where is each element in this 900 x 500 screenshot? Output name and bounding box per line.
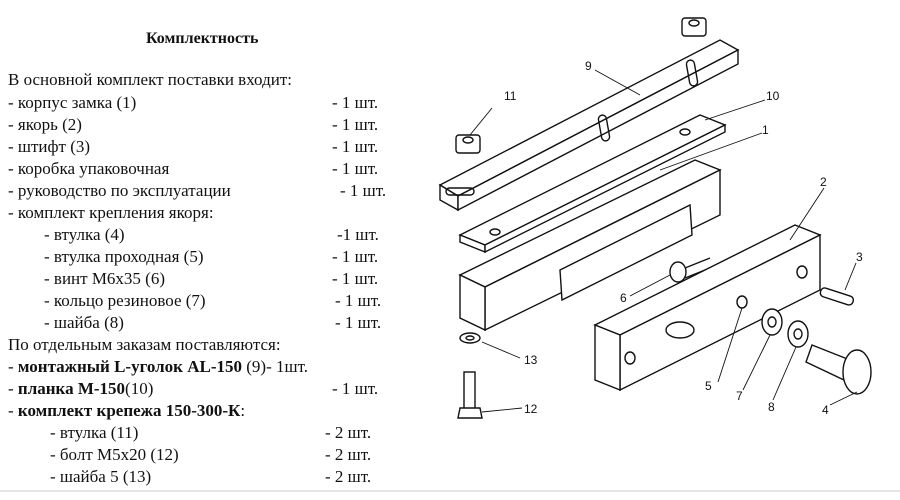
dash: - xyxy=(8,379,18,398)
list-item: - монтажный L-уголок AL-150 (9)- 1шт. xyxy=(8,357,308,377)
callout-6: 6 xyxy=(620,291,627,305)
list-item-qty: - 1 шт. xyxy=(340,181,387,200)
list-item-qty: - 2 шт. xyxy=(325,467,372,486)
dash: - xyxy=(8,357,18,376)
list-item: - корпус замка (1) xyxy=(8,93,137,112)
list-item-qty: - 2 шт. xyxy=(325,445,372,464)
callout-2: 2 xyxy=(820,175,827,189)
callout-9: 9 xyxy=(585,59,592,73)
callout-4: 4 xyxy=(822,403,829,417)
divider xyxy=(0,490,900,492)
callout-11: 11 xyxy=(504,89,517,103)
list-item: - руководство по эксплуатации xyxy=(8,181,231,200)
section-title: Комплектность xyxy=(146,30,259,47)
list-item-qty: - 1 шт. xyxy=(332,159,379,178)
callout-12: 12 xyxy=(524,402,538,416)
callout-7: 7 xyxy=(736,389,743,403)
callout-3: 3 xyxy=(856,250,863,264)
product-name: планка М-150 xyxy=(17,379,126,398)
list-item-qty: - 1 шт. xyxy=(332,269,379,288)
list-item: - винт М6х35 (6) xyxy=(44,269,166,288)
dash: - xyxy=(8,401,18,420)
product-detail: : xyxy=(240,401,246,420)
product-detail: (9)- 1шт. xyxy=(242,357,308,376)
list-item-qty: - 1 шт. xyxy=(335,313,382,332)
list-item: - штифт (3) xyxy=(8,137,91,156)
product-detail: (10) xyxy=(125,379,154,398)
list-item: - втулка (4) xyxy=(44,225,125,244)
product-name: комплект крепежа 150-300-К xyxy=(17,401,241,420)
list-item-qty: - 2 шт. xyxy=(325,423,372,442)
list-item-qty: -1 шт. xyxy=(337,225,379,244)
list-item-qty: - 1 шт. xyxy=(335,291,382,310)
callout-1: 1 xyxy=(762,123,769,137)
list-item: - коробка упаковочная xyxy=(8,159,170,178)
list-item-qty: - 1 шт. xyxy=(332,115,379,134)
list-item: - якорь (2) xyxy=(8,115,82,134)
list-item-qty: - 1 шт. xyxy=(332,247,379,266)
l-bracket-part xyxy=(438,39,740,212)
list-item: - кольцо резиновое (7) xyxy=(44,291,206,310)
list-item: - шайба (8) xyxy=(44,313,124,332)
exploded-assembly-diagram: 9 10 1 11 2 3 6 13 12 5 7 8 4 xyxy=(438,17,872,419)
list-item-qty: - 1 шт. xyxy=(332,137,379,156)
optional-heading: По отдельным заказам поставляются: xyxy=(8,335,281,354)
bushing-part xyxy=(455,17,707,154)
product-name: монтажный L-уголок AL-150 xyxy=(17,357,243,376)
list-item-qty: - 1 шт. xyxy=(332,379,379,398)
list-item: - втулка (11) xyxy=(50,423,139,442)
list-item: - втулка проходная (5) xyxy=(44,247,204,266)
lock-body-part xyxy=(458,159,722,332)
callout-10: 10 xyxy=(766,89,780,103)
callout-8: 8 xyxy=(768,400,775,414)
callout-5: 5 xyxy=(705,379,712,393)
list-item: - комплект крепежа 150-300-К: xyxy=(8,401,245,421)
intro-text: В основной комплект поставки входит: xyxy=(8,70,292,89)
callout-13: 13 xyxy=(524,353,538,367)
list-item-qty: - 1 шт. xyxy=(332,93,379,112)
armature-part xyxy=(593,224,822,392)
list-item: - болт М5х20 (12) xyxy=(50,445,179,464)
list-item: - комплект крепления якоря: xyxy=(8,203,214,222)
list-item: - шайба 5 (13) xyxy=(50,467,152,486)
list-item: - планка М-150(10) xyxy=(8,379,153,399)
